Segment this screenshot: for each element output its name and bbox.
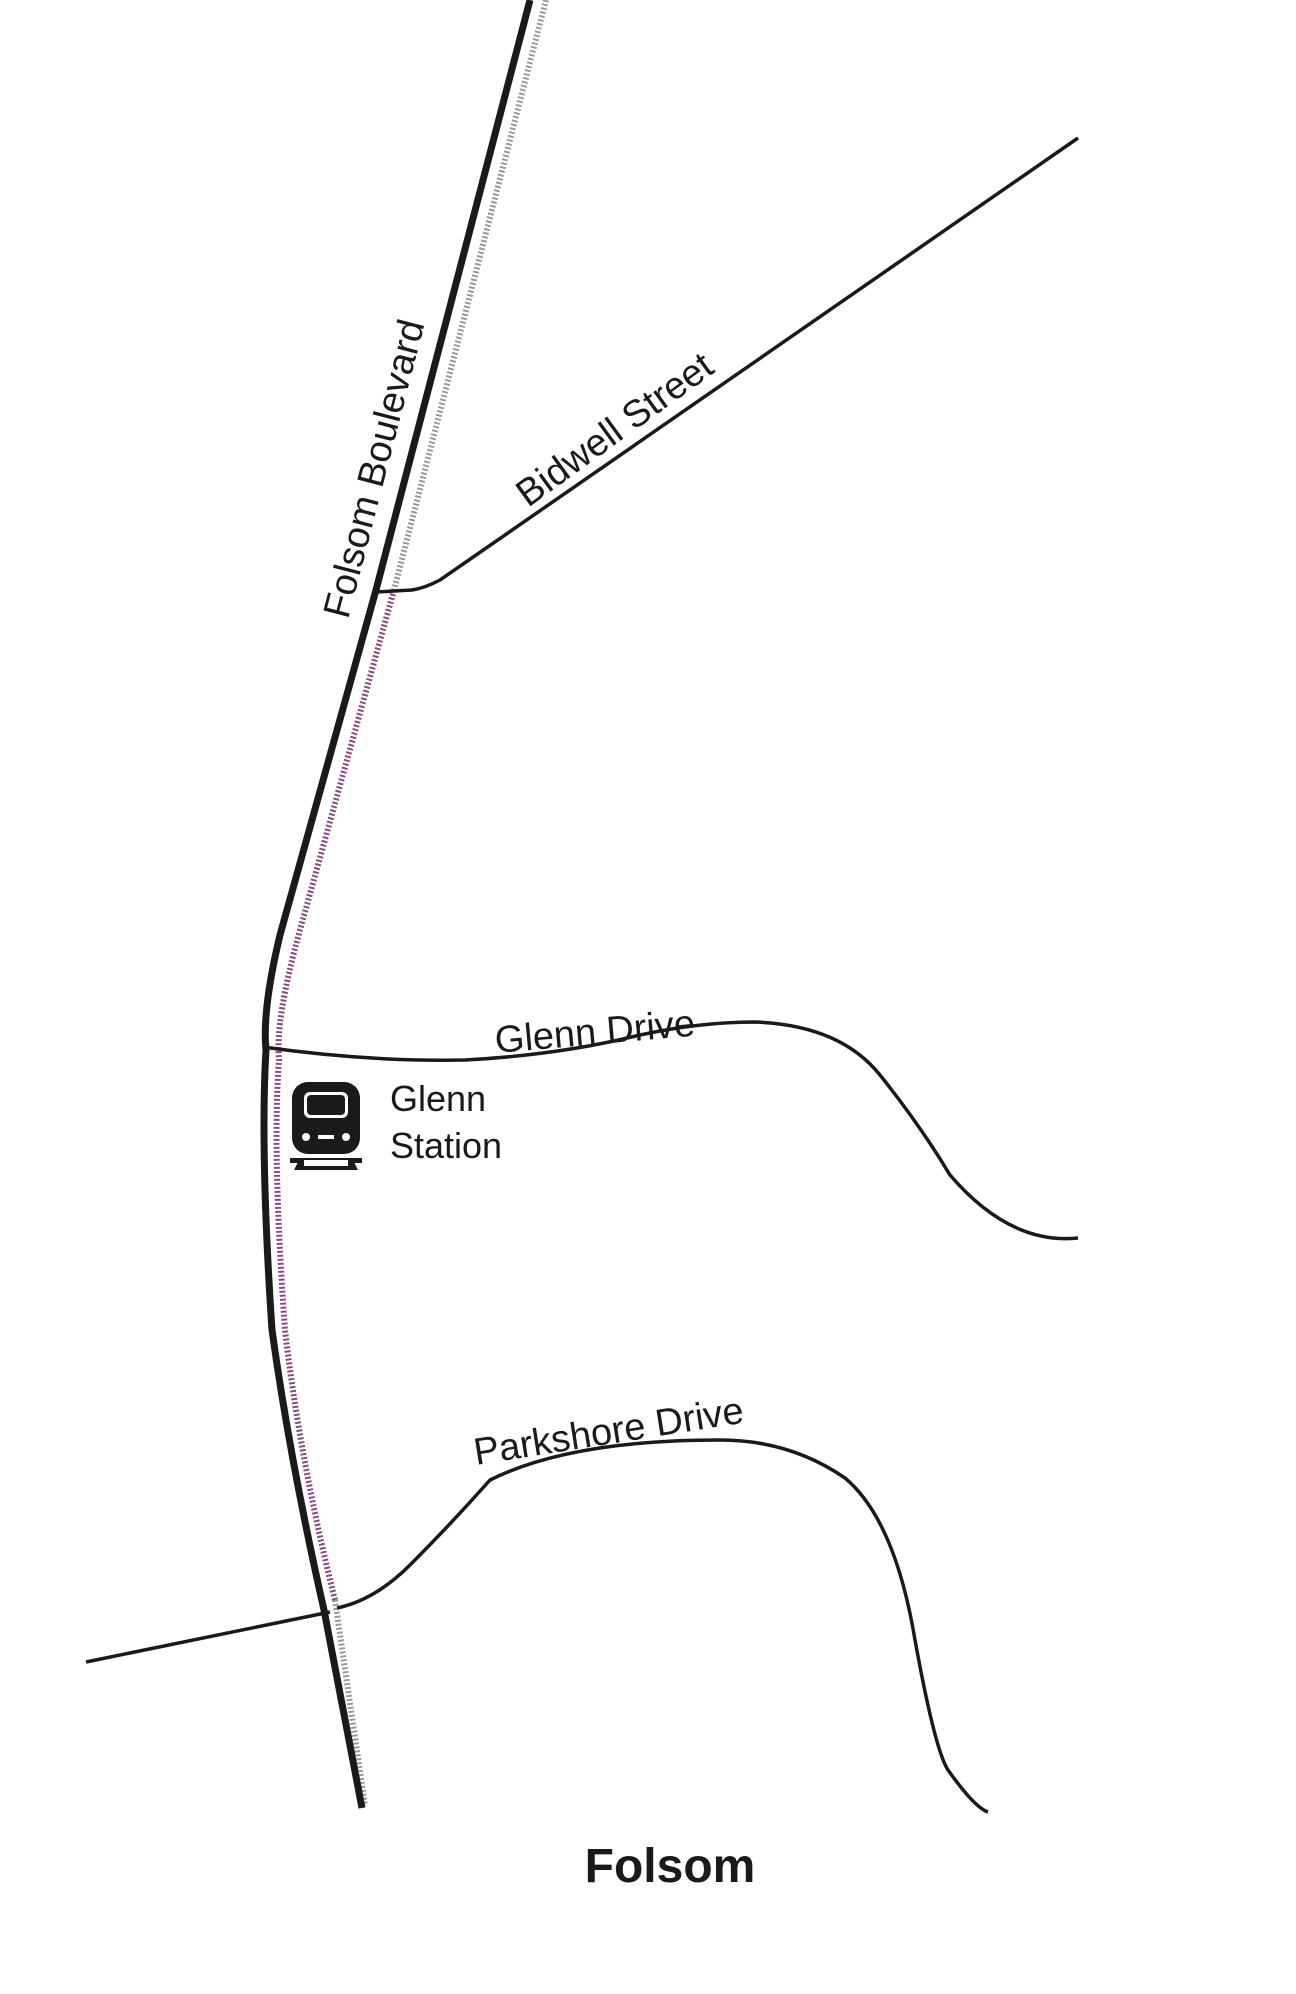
bidwell-street-road bbox=[375, 136, 1079, 594]
city-label: Folsom bbox=[585, 1840, 756, 1893]
parkshore-drive-road bbox=[336, 1438, 989, 1814]
parkshore-drive-west-road bbox=[85, 1610, 331, 1664]
rail-line-active bbox=[273, 589, 397, 1601]
label-bidwell-street: Bidwell Street bbox=[509, 344, 722, 515]
folsom-boulevard-road bbox=[260, 0, 534, 1809]
label-parkshore-drive: Parkshore Drive bbox=[471, 1390, 747, 1474]
label-folsom-boulevard: Folsom Boulevard bbox=[316, 315, 433, 622]
station-name-line1: Glenn bbox=[390, 1078, 486, 1119]
station-name-line2: Station bbox=[390, 1125, 502, 1166]
train-icon[interactable] bbox=[290, 1082, 362, 1170]
label-glenn-drive: Glenn Drive bbox=[493, 1003, 697, 1062]
rail-line-south bbox=[332, 1599, 368, 1807]
rail-line-north bbox=[391, 0, 549, 591]
glenn-drive-road bbox=[262, 1020, 1079, 1241]
